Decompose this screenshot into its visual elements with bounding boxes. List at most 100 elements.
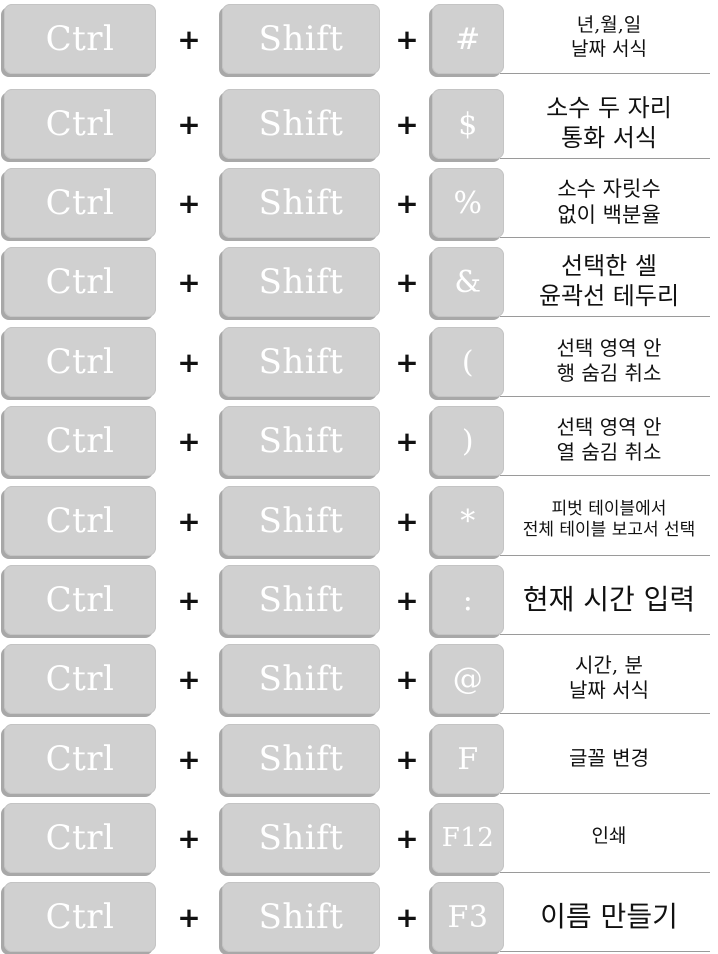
- plus-sign: +: [395, 22, 419, 56]
- description-line: 시간, 분: [575, 653, 643, 677]
- description-underline: [500, 951, 710, 952]
- description-underline: [500, 396, 710, 397]
- plus-sign: +: [395, 186, 419, 220]
- shortcut-description: 인쇄: [502, 803, 716, 871]
- description-underline: [500, 713, 710, 714]
- plus-sign: +: [177, 662, 201, 696]
- plus-sign: +: [395, 265, 419, 299]
- plus-sign: +: [177, 107, 201, 141]
- plus-sign: +: [177, 583, 201, 617]
- plus-sign: +: [395, 504, 419, 538]
- shift-key: Shift: [222, 882, 380, 952]
- plus-sign: +: [177, 265, 201, 299]
- shift-key: Shift: [222, 803, 380, 873]
- ctrl-key: Ctrl: [4, 4, 156, 74]
- plus-sign: +: [177, 424, 201, 458]
- description-underline: [500, 475, 710, 476]
- shift-key: Shift: [222, 247, 380, 317]
- ctrl-key: Ctrl: [4, 724, 156, 794]
- description-line: 이름 만들기: [540, 899, 678, 933]
- shift-key: Shift: [222, 168, 380, 238]
- shift-key: Shift: [222, 724, 380, 794]
- shortcut-row: Ctrl+Shift+:현재 시간 입력: [0, 563, 718, 637]
- shortcut-description: 글꼴 변경: [502, 724, 716, 792]
- ctrl-key: Ctrl: [4, 327, 156, 397]
- description-line: 소수 두 자리: [546, 94, 672, 122]
- symbol-key: &: [432, 247, 504, 317]
- plus-sign: +: [395, 821, 419, 855]
- description-underline: [500, 555, 710, 556]
- description-underline: [500, 158, 710, 159]
- description-line: 선택한 셀: [561, 252, 657, 280]
- description-line: 선택 영역 안: [556, 415, 662, 439]
- description-line: 인쇄: [591, 825, 627, 848]
- shift-key: Shift: [222, 4, 380, 74]
- description-underline: [500, 872, 710, 873]
- description-line: 열 숨김 취소: [556, 440, 662, 464]
- plus-sign: +: [177, 821, 201, 855]
- shift-key: Shift: [222, 486, 380, 556]
- plus-sign: +: [177, 345, 201, 379]
- description-underline: [500, 237, 710, 238]
- symbol-key: $: [432, 89, 504, 159]
- symbol-key: #: [432, 4, 504, 74]
- plus-sign: +: [395, 424, 419, 458]
- plus-sign: +: [177, 504, 201, 538]
- symbol-key: (: [432, 327, 504, 397]
- ctrl-key: Ctrl: [4, 644, 156, 714]
- plus-sign: +: [395, 107, 419, 141]
- description-line: 윤곽선 테두리: [538, 282, 680, 310]
- plus-sign: +: [177, 186, 201, 220]
- shift-key: Shift: [222, 565, 380, 635]
- description-line: 날짜 서식: [571, 38, 647, 60]
- description-line: 년,월,일: [576, 14, 642, 37]
- shift-key: Shift: [222, 406, 380, 476]
- shift-key: Shift: [222, 644, 380, 714]
- shortcut-description: 이름 만들기: [502, 882, 716, 950]
- plus-sign: +: [395, 583, 419, 617]
- description-underline: [500, 634, 710, 635]
- symbol-key: F12: [432, 803, 504, 873]
- shift-key: Shift: [222, 89, 380, 159]
- plus-sign: +: [395, 742, 419, 776]
- description-underline: [500, 793, 710, 794]
- symbol-key: F3: [432, 882, 504, 952]
- description-line: 날짜 서식: [569, 678, 649, 702]
- plus-sign: +: [177, 900, 201, 934]
- description-underline: [500, 73, 710, 74]
- description-line: 피벗 테이블에서: [551, 498, 667, 519]
- symbol-key: *: [432, 486, 504, 556]
- description-line: 글꼴 변경: [569, 745, 649, 770]
- description-line: 전체 테이블 보고서 선택: [522, 520, 696, 540]
- symbol-key: @: [432, 644, 504, 714]
- ctrl-key: Ctrl: [4, 486, 156, 556]
- description-underline: [500, 316, 710, 317]
- shift-key: Shift: [222, 327, 380, 397]
- plus-sign: +: [395, 662, 419, 696]
- description-line: 행 숨김 취소: [556, 361, 662, 385]
- plus-sign: +: [395, 345, 419, 379]
- ctrl-key: Ctrl: [4, 803, 156, 873]
- symbol-key: ): [432, 406, 504, 476]
- ctrl-key: Ctrl: [4, 565, 156, 635]
- symbol-key: %: [432, 168, 504, 238]
- shortcut-row: Ctrl + Shift + F12 인쇄: [0, 801, 718, 875]
- symbol-key: F: [432, 724, 504, 794]
- plus-sign: +: [177, 22, 201, 56]
